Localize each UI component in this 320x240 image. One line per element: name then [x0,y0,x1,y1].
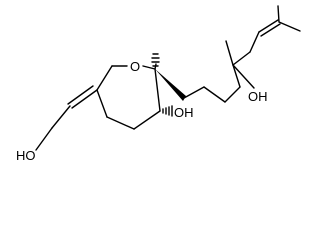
bond-chain-methyl [225,40,234,66]
bond-c4-to-c5 [106,116,135,130]
bond-chain-7 [249,31,260,53]
ring-hydroxyl-label: OH [174,105,194,120]
bond-c2-to-c3 [154,68,161,112]
bond-c3-to-c4 [133,110,161,130]
bond-ch2-to-oh [35,127,53,151]
chain-hydroxyl-label: OH [248,89,268,104]
allylic-hydroxyl-label: HO [16,148,36,163]
bond-c6-exocyclic-double-a [71,89,98,109]
bond-o-to-c2 [142,65,156,70]
wedge-bond-side-chain [155,69,186,101]
bond-chain-3 [224,86,241,103]
structure-canvas: O OH OH HO [16,5,301,163]
bond-alkene-methyl-1 [277,5,280,23]
bond-c6-to-ch2 [96,65,113,91]
bond-chain-4 [232,64,241,88]
bond-chain-6 [232,51,251,66]
bond-chain-5 [232,64,255,89]
bond-chain-2 [203,86,226,103]
bond-alkene-a [258,19,279,33]
bond-alkene-methyl-2 [278,21,301,32]
bond-c6-exocyclic-double-b [67,85,94,105]
hashed-bond-ring-hydroxyl [162,105,173,117]
ring-oxygen-label: O [130,59,140,74]
bond-vinyl-to-ch2 [51,105,71,129]
chemical-structure-diagram: O OH OH HO [16,5,301,163]
bond-chain-1 [183,86,205,99]
bond-c5-to-c6 [96,89,108,118]
bond-alkene-b [260,23,281,37]
hashed-bond-methyl [151,53,160,70]
